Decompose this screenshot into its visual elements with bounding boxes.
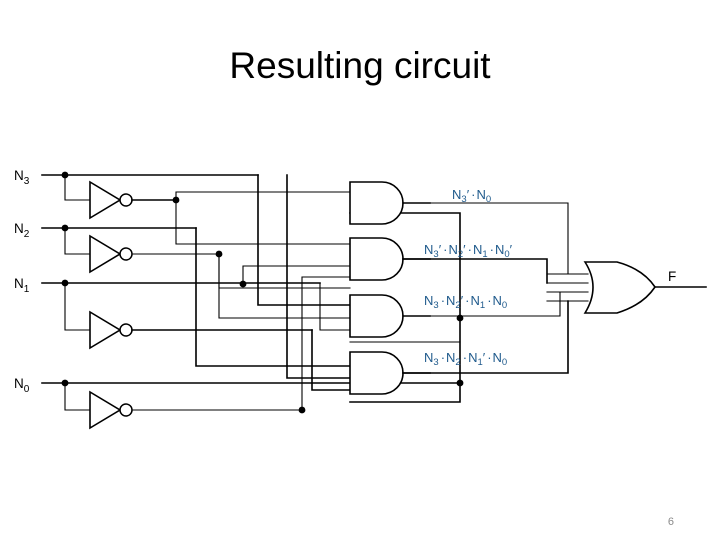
- wire-n0prime-to-and2: [301, 276, 351, 411]
- wire-n3-to-and3: [257, 174, 351, 306]
- page-number: 6: [667, 516, 674, 528]
- wire-n3prime-to-and1: [175, 191, 351, 201]
- junction-dot-n3: [61, 171, 69, 179]
- output-label-f: F: [668, 269, 676, 284]
- page-title: Resulting circuit: [229, 45, 491, 86]
- junction-dot-n0: [61, 379, 69, 387]
- wire-n1-to-and2: [242, 265, 351, 285]
- product-term-label-1: N3′·N0: [452, 187, 491, 205]
- inverter-n3: [89, 180, 177, 220]
- junction-dot-n1: [61, 279, 69, 287]
- product-term-label-4: N3·N2·N1′·N0: [424, 350, 507, 368]
- wire-n3prime-to-and2: [175, 199, 351, 245]
- inverter-n1: [89, 310, 313, 350]
- wire-n3-to-inverter: [64, 174, 91, 201]
- inverter-n0: [89, 390, 303, 430]
- wire-and2-to-or: [402, 258, 548, 284]
- wire-n3-to-and4-branch: [286, 174, 351, 379]
- wire-and4-to-or: [402, 300, 569, 374]
- wire-n2-to-inverter: [64, 227, 91, 255]
- input-label-n0: N0: [14, 376, 30, 395]
- wire-and1-to-or: [402, 202, 569, 275]
- wire-n0-to-inverter: [64, 382, 91, 411]
- wire-n0-to-and4: [349, 382, 461, 403]
- input-label-n1: N1: [14, 276, 30, 295]
- input-label-n3: N3: [14, 168, 30, 187]
- product-term-label-3: N3·N2′·N1·N0: [424, 293, 507, 311]
- wire-n2-to-and4: [195, 227, 351, 367]
- input-label-n2: N2: [14, 221, 30, 240]
- product-term-label-2: N3′·N2′·N1·N0′: [424, 242, 513, 260]
- inverter-n2: [89, 234, 220, 274]
- wire-n1prime-to-and4: [311, 329, 351, 391]
- wire-and3-to-or: [402, 291, 561, 317]
- wire-n2prime-to-and3: [218, 253, 351, 319]
- wire-n1-to-inverter: [64, 282, 91, 331]
- wire-n1-to-and3: [319, 282, 351, 331]
- junction-dot-n2: [61, 224, 69, 232]
- or-gate: [583, 261, 707, 314]
